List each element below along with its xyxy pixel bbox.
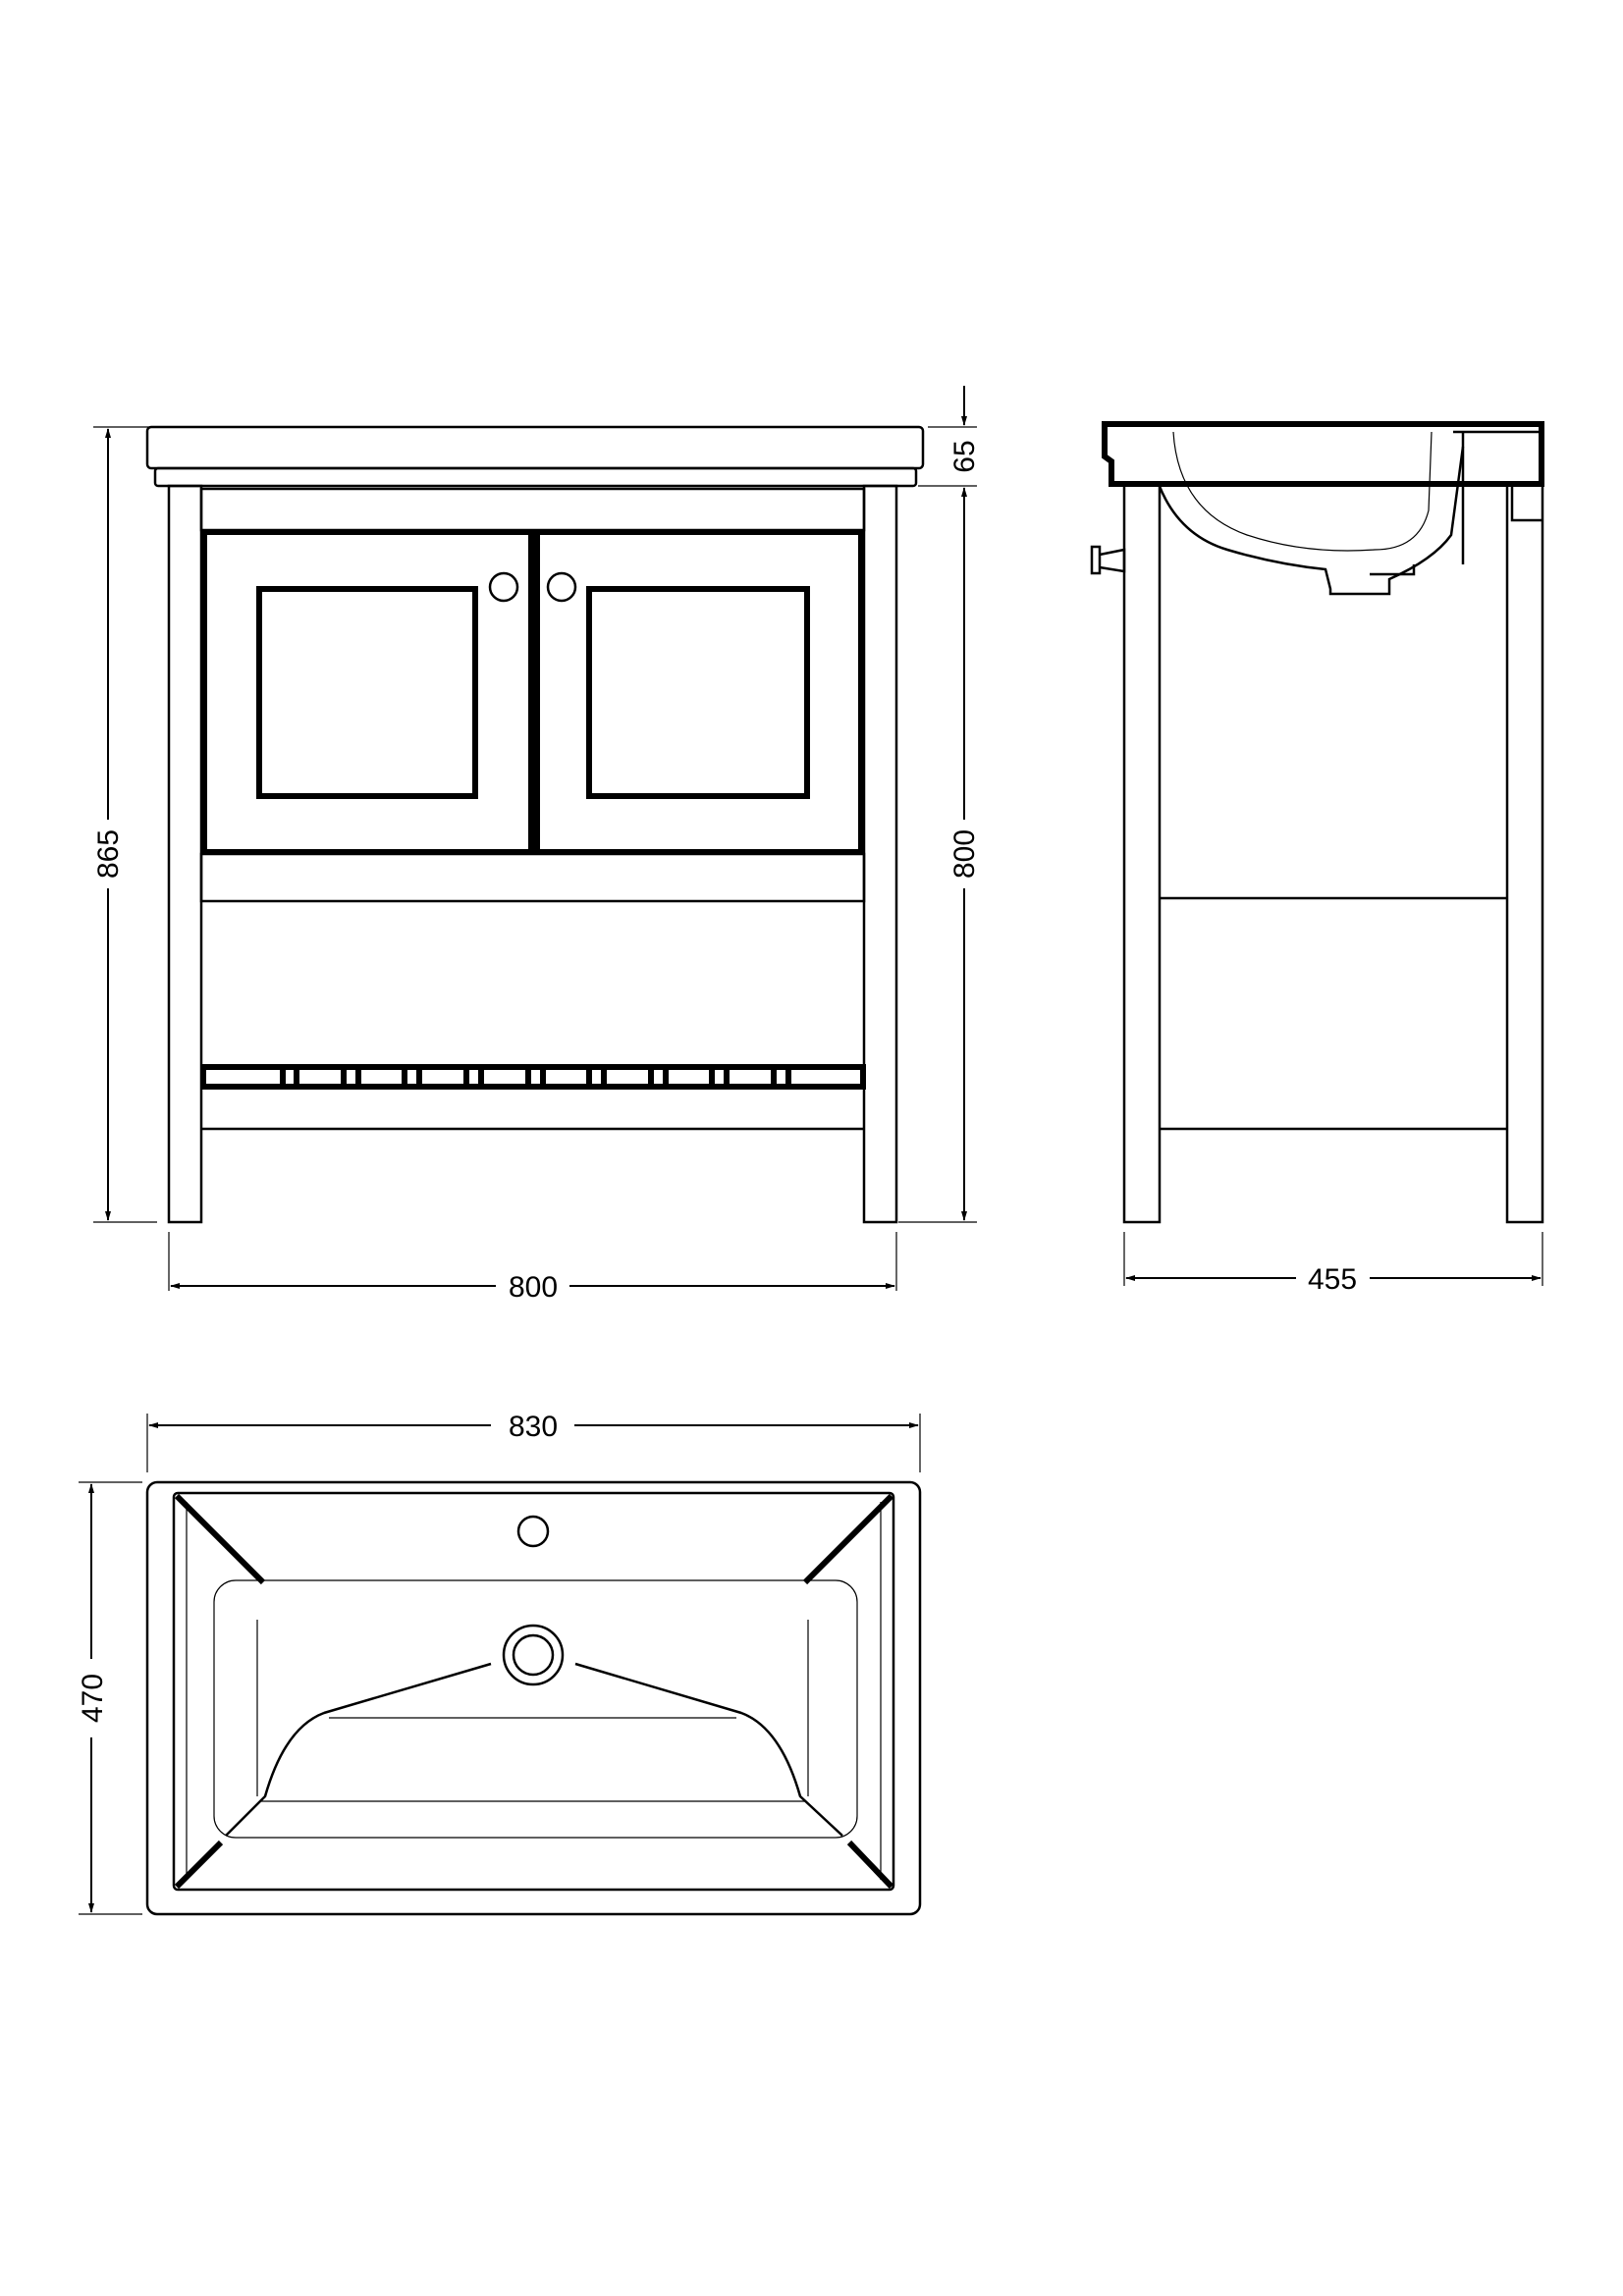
right-door: [534, 529, 864, 855]
slatted-shelf: [200, 1064, 866, 1131]
basin-outline: [145, 1480, 922, 1916]
handle: [1090, 545, 1102, 575]
basin-rim: [172, 1491, 895, 1892]
right-leg: [862, 484, 898, 1224]
dimension-top-width: 830: [146, 1411, 921, 1472]
tap-hole: [516, 1515, 550, 1548]
basin-top: [145, 425, 925, 470]
dimension-depth: 455: [1123, 1232, 1543, 1296]
dimension-width: 800: [168, 1232, 897, 1304]
side-front-leg: [1122, 482, 1162, 1224]
top-rail: [199, 487, 866, 532]
dimension-overall-height: 865: [92, 426, 157, 1223]
top-depth-label: 470: [77, 1674, 109, 1723]
waste-inner: [512, 1633, 555, 1677]
dimension-top-depth: 470: [77, 1481, 142, 1915]
right-knob: [546, 571, 577, 603]
side-back-leg: [1505, 482, 1544, 1224]
unit-height-label: 800: [948, 829, 981, 879]
basin-bowl: [213, 1579, 858, 1839]
right-door-panel: [586, 586, 810, 799]
top-width-label: 830: [509, 1411, 558, 1443]
side-view: 455: [1090, 421, 1544, 1296]
width-label: 800: [509, 1271, 558, 1304]
left-door: [201, 529, 534, 855]
front-view: 865 800 65 800: [92, 386, 981, 1304]
left-door-panel: [256, 586, 478, 799]
depth-label: 455: [1308, 1263, 1357, 1296]
basin-height-label: 65: [948, 440, 981, 472]
basin-lip: [153, 466, 918, 488]
left-knob: [488, 571, 519, 603]
overall-height-label: 865: [92, 829, 125, 879]
left-leg: [167, 484, 203, 1224]
bottom-rail: [199, 852, 866, 903]
top-view: 830 470: [77, 1411, 922, 1916]
basin-section: [1102, 421, 1544, 487]
waste-outer: [502, 1624, 565, 1686]
dimension-unit-height: 800 65: [898, 386, 981, 1223]
